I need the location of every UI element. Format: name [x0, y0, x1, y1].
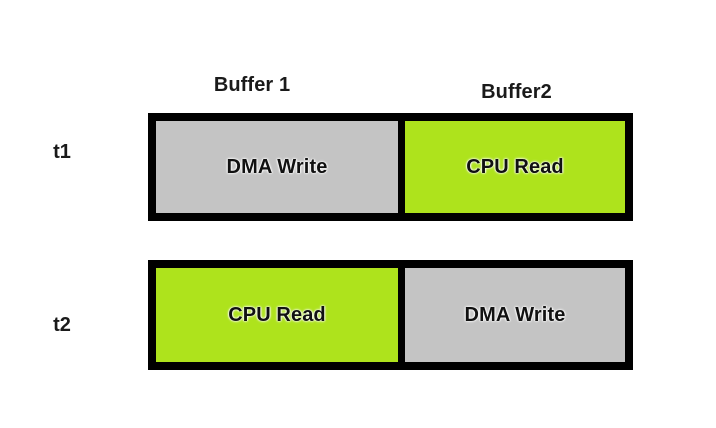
cell-t1-buffer2-label: CPU Read [466, 155, 564, 178]
column-header-buffer-1: Buffer 1 [213, 74, 291, 96]
cell-t2-buffer2: DMA Write [405, 268, 625, 362]
cell-t2-buffer1: CPU Read [156, 268, 398, 362]
column-header-buffer-2: Buffer2 [481, 81, 552, 103]
cell-t1-buffer2: CPU Read [405, 121, 625, 213]
divider-t1 [398, 121, 405, 213]
cell-t2-buffer2-label: DMA Write [464, 303, 566, 326]
divider-t2 [398, 268, 405, 362]
row-label-t2: t2 [53, 314, 71, 336]
timeline-row-t2: CPU Read DMA Write [148, 260, 633, 370]
row-label-t1: t1 [53, 141, 71, 163]
timeline-row-t1: DMA Write CPU Read [148, 113, 633, 221]
cell-t1-buffer1: DMA Write [156, 121, 398, 213]
cell-t2-buffer1-label: CPU Read [228, 303, 326, 326]
cell-t1-buffer1-label: DMA Write [226, 155, 328, 178]
